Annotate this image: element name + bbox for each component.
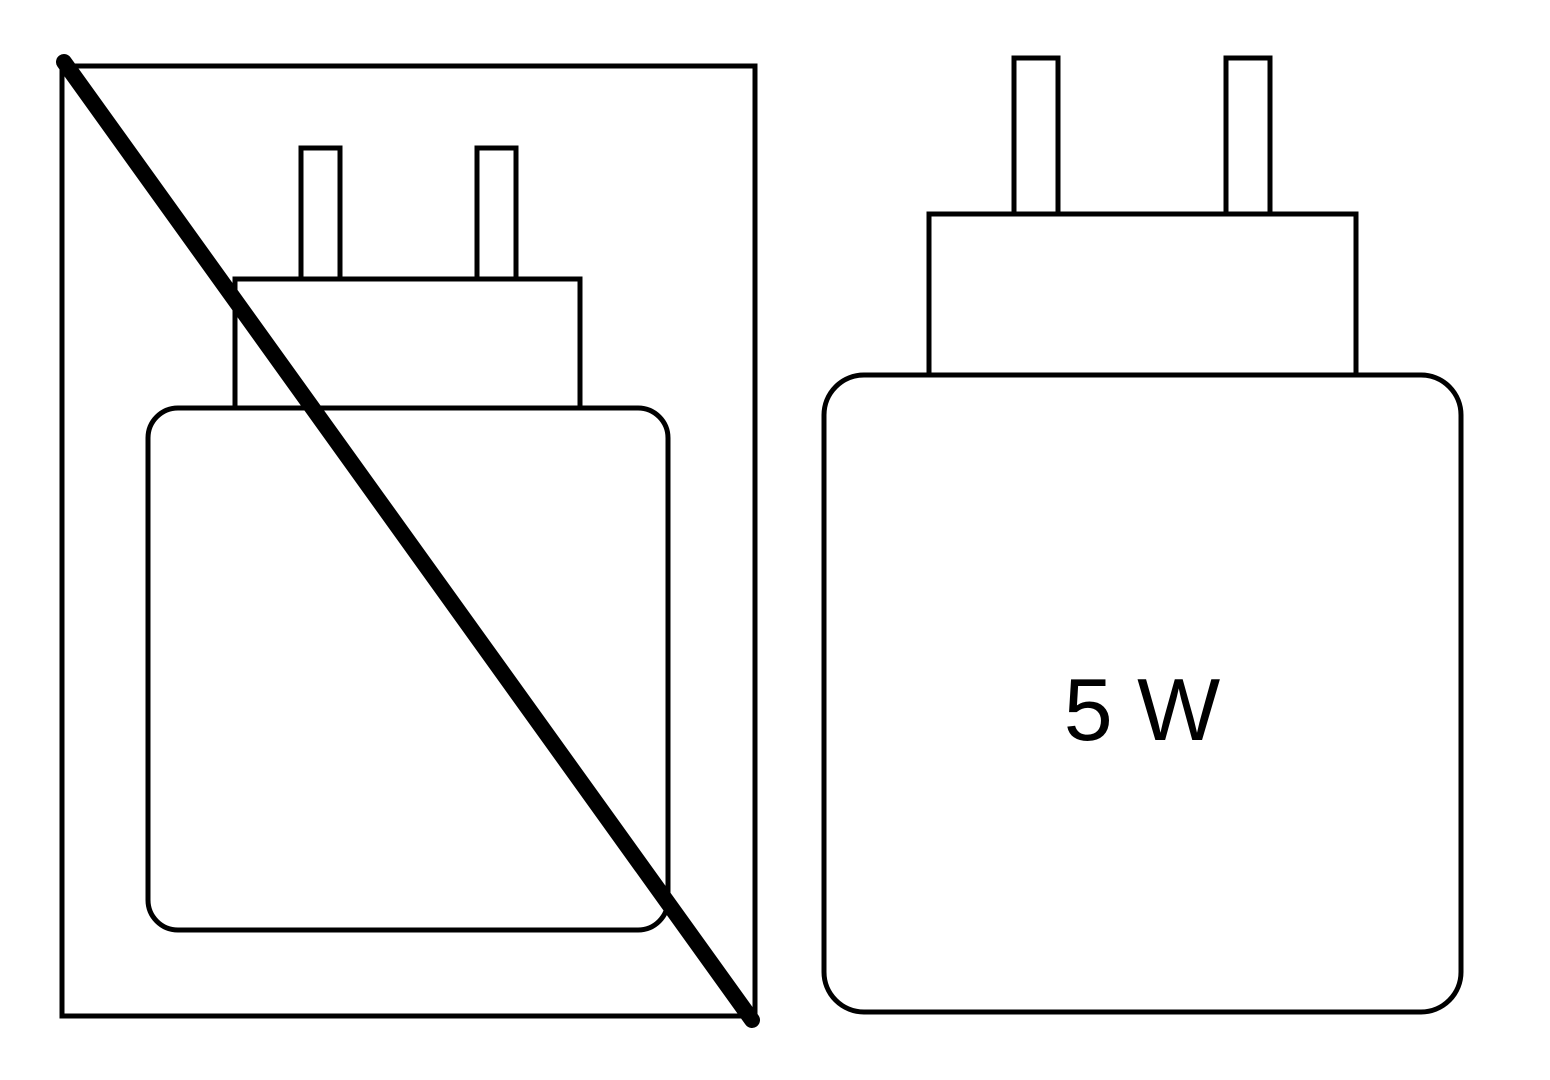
charger-body [145,405,671,933]
prohibition-slash [56,54,760,1028]
charger-5w-icon: 5 W [821,55,1464,1015]
charger-body [821,372,1464,1015]
plug-prong-left [1011,55,1061,221]
wattage-label: 5 W [1064,660,1220,759]
plug-prong-left [298,145,343,291]
plug-prong-right [474,145,519,291]
plug-prong-right [1223,55,1273,221]
plug-neck [926,211,1359,379]
charger-prohibited-icon [56,54,760,1028]
plug-neck [232,276,583,412]
